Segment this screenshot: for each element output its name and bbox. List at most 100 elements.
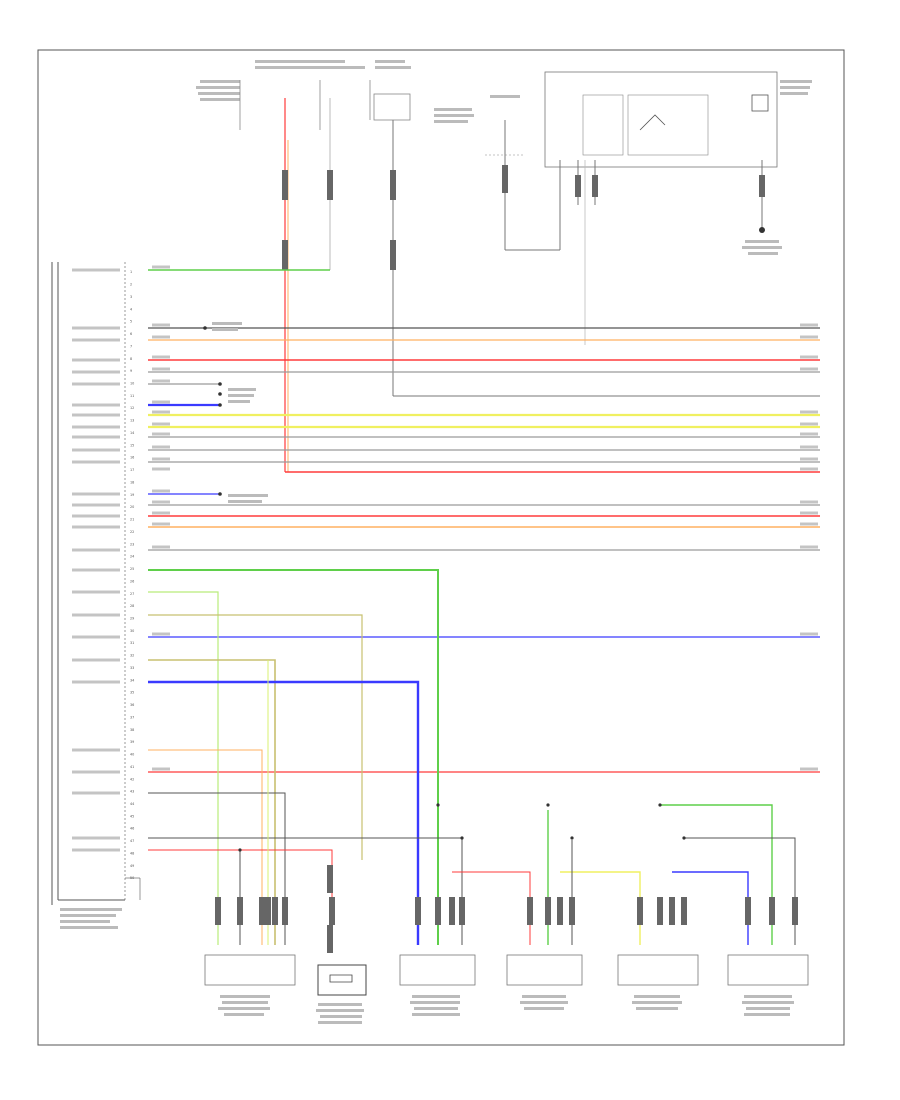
pin-number: 50: [130, 876, 134, 880]
pin-number: 11: [130, 394, 134, 398]
lower-connectors: [215, 803, 798, 953]
wire-motor-end-tag: [800, 767, 818, 771]
wire-data-4-tag: [152, 445, 170, 449]
connector-pin: [282, 897, 288, 925]
pin-number: 42: [130, 777, 134, 781]
pin-number: 4: [130, 307, 132, 311]
junction-dot: [570, 836, 574, 840]
wire-ign-feed-tag: [152, 265, 170, 269]
wire-signal-1-tag: [152, 367, 170, 371]
pin-number: 36: [130, 703, 134, 707]
pin-number: 6: [130, 332, 132, 336]
wire-sens-1-tag: [152, 500, 170, 504]
actuator-box-3: [399, 954, 476, 986]
wire-illum-end-tag: [800, 335, 818, 339]
pin-number: 33: [130, 666, 134, 670]
pin-number: 14: [130, 431, 134, 435]
actuator-box-6: [727, 954, 809, 986]
pin-label: [72, 514, 120, 518]
junction-dot: [460, 836, 464, 840]
wire-batt-end-tag: [800, 355, 818, 359]
pin-number: 48: [130, 851, 134, 855]
connector-pin: [459, 897, 465, 925]
pin-label: [72, 268, 120, 272]
pin-number: 41: [130, 765, 134, 769]
pin-label: [72, 338, 120, 342]
pin-number: 5: [130, 320, 132, 324]
diagram-frame: [37, 49, 845, 1046]
pin-number: 2: [130, 283, 132, 287]
pin-label: [72, 448, 120, 452]
connector-pin: [327, 865, 333, 893]
wire-data-6-tag: [152, 467, 170, 471]
connector-pin: [769, 897, 775, 925]
pin-number: 13: [130, 419, 134, 423]
pin-number: 44: [130, 802, 134, 806]
wire-batt-tag: [152, 355, 170, 359]
actuator-captions: [218, 995, 794, 1024]
pin-label: [72, 770, 120, 774]
wire-data-6-end-tag: [800, 467, 818, 471]
pin-number: 40: [130, 753, 134, 757]
pin-label: [72, 748, 120, 752]
wire-data-3-tag: [152, 432, 170, 436]
pin-label: [72, 435, 120, 439]
pin-number: 24: [130, 555, 134, 559]
wire-sens-4-tag: [152, 545, 170, 549]
wire-sens-3-end-tag: [800, 522, 818, 526]
pin-label: [72, 460, 120, 464]
horizontal-wires: [148, 265, 820, 773]
connector-pin: [792, 897, 798, 925]
pin-label: [72, 425, 120, 429]
wire-sens-3-tag: [152, 522, 170, 526]
actuator-box-2: [317, 964, 367, 996]
connector-pin: [329, 897, 335, 925]
connector-pin: [435, 897, 441, 925]
pin-number: 22: [130, 530, 134, 534]
actuator-box-1: [204, 954, 296, 986]
pin-number: 1: [130, 270, 132, 274]
wire-data-3-end-tag: [800, 432, 818, 436]
wire-data-1-end-tag: [800, 410, 818, 414]
actuator-feeds: [148, 569, 796, 945]
wire-blower-end-tag: [800, 632, 818, 636]
pin-number: 3: [130, 295, 132, 299]
pin-number: 38: [130, 728, 134, 732]
wire-data-5-end-tag: [800, 457, 818, 461]
pin-number: 28: [130, 604, 134, 608]
junction-dot: [546, 803, 550, 807]
pin-label: [72, 548, 120, 552]
wire-gnd-tag: [152, 323, 170, 327]
pin-label: [72, 403, 120, 407]
wire-sens-2-tag: [152, 511, 170, 515]
connector-pin: [527, 897, 533, 925]
pin-number: 12: [130, 406, 134, 410]
wire-motor-tag: [152, 767, 170, 771]
top-fuse-block: [196, 60, 411, 130]
connector-pin: [557, 897, 563, 925]
connector-pin: [237, 897, 243, 925]
connector-pin: [657, 897, 663, 925]
wire-sens-2-end-tag: [800, 511, 818, 515]
wire-sens-4-end-tag: [800, 545, 818, 549]
control-module: [51, 262, 141, 929]
wire-lin-tag: [152, 489, 170, 493]
blower-relay-block: [434, 71, 812, 345]
connector-pin: [265, 897, 271, 925]
pin-number: 16: [130, 456, 134, 460]
wire-data-1-tag: [152, 410, 170, 414]
pin-number: 9: [130, 369, 132, 373]
pin-label: [72, 635, 120, 639]
module-text-blocks: [60, 908, 122, 929]
pin-label: [72, 358, 120, 362]
connector-pin: [327, 925, 333, 953]
connector-pin: [745, 897, 751, 925]
wire-data-2-tag: [152, 422, 170, 426]
wire-sens-1-end-tag: [800, 500, 818, 504]
pin-label: [72, 836, 120, 840]
pin-label-column: 1234567891011121314151617181920212223242…: [72, 268, 134, 880]
wire-data-4-end-tag: [800, 445, 818, 449]
junction-dot: [238, 848, 242, 852]
pin-label: [72, 590, 120, 594]
